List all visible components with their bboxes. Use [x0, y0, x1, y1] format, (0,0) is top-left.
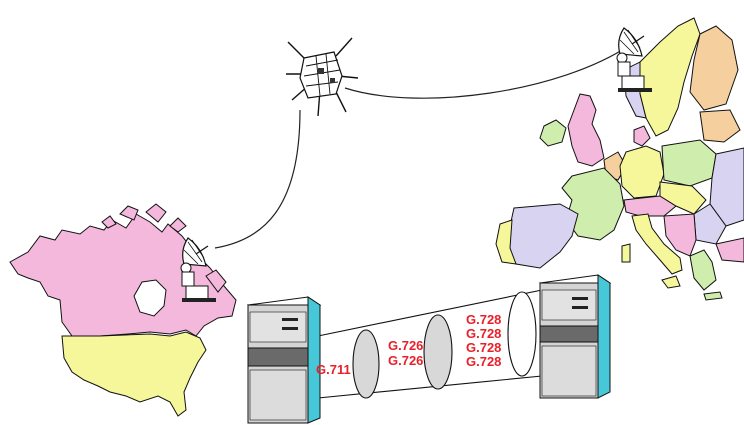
tunnel-ring: [423, 314, 453, 390]
tunnel-ring: [352, 329, 380, 399]
baltics: [699, 109, 741, 143]
server-icon: [538, 274, 612, 399]
finland: [689, 25, 739, 111]
norway-sweden: [639, 17, 701, 137]
satellite-icon: [286, 37, 359, 117]
north-america-map: [9, 203, 237, 417]
satellite-uplink-europe: [344, 44, 631, 99]
denmark: [633, 125, 651, 147]
united-kingdom: [567, 93, 605, 167]
usa-region: [61, 331, 207, 417]
germany: [619, 145, 665, 199]
codec-label-g726: G.726: [388, 338, 423, 353]
satellite-dish-icon: [616, 27, 652, 92]
greenland-fragment: [205, 269, 227, 293]
satellite-uplink-americas: [214, 109, 301, 249]
codec-label-g728: G.728: [466, 354, 501, 369]
arctic-island: [101, 215, 117, 229]
codec-tunnel: [317, 289, 543, 399]
italy: [631, 213, 683, 275]
spain: [505, 203, 579, 269]
crete: [703, 291, 723, 301]
server-icon: [246, 296, 322, 424]
codec-label-g728: G.728: [466, 326, 501, 341]
hudson-bay: [133, 279, 167, 317]
codec-label-g728: G.728: [466, 312, 501, 327]
ireland: [539, 119, 567, 147]
arctic-island: [169, 217, 187, 233]
tunnel-ring: [507, 291, 537, 377]
codec-label-g711: G.711: [316, 362, 351, 377]
canada-region: [9, 213, 237, 337]
turkey-edge: [715, 237, 744, 263]
france: [561, 167, 625, 241]
greece: [689, 249, 717, 291]
arctic-island: [119, 205, 139, 221]
codec-label-g728: G.728: [466, 340, 501, 355]
poland: [661, 139, 717, 187]
codec-label-g726: G.726: [388, 353, 423, 368]
satellite-dish-icon: [180, 237, 216, 302]
portugal: [495, 219, 517, 265]
sardinia: [621, 243, 631, 263]
arctic-island: [145, 203, 167, 223]
sicily: [661, 275, 681, 289]
